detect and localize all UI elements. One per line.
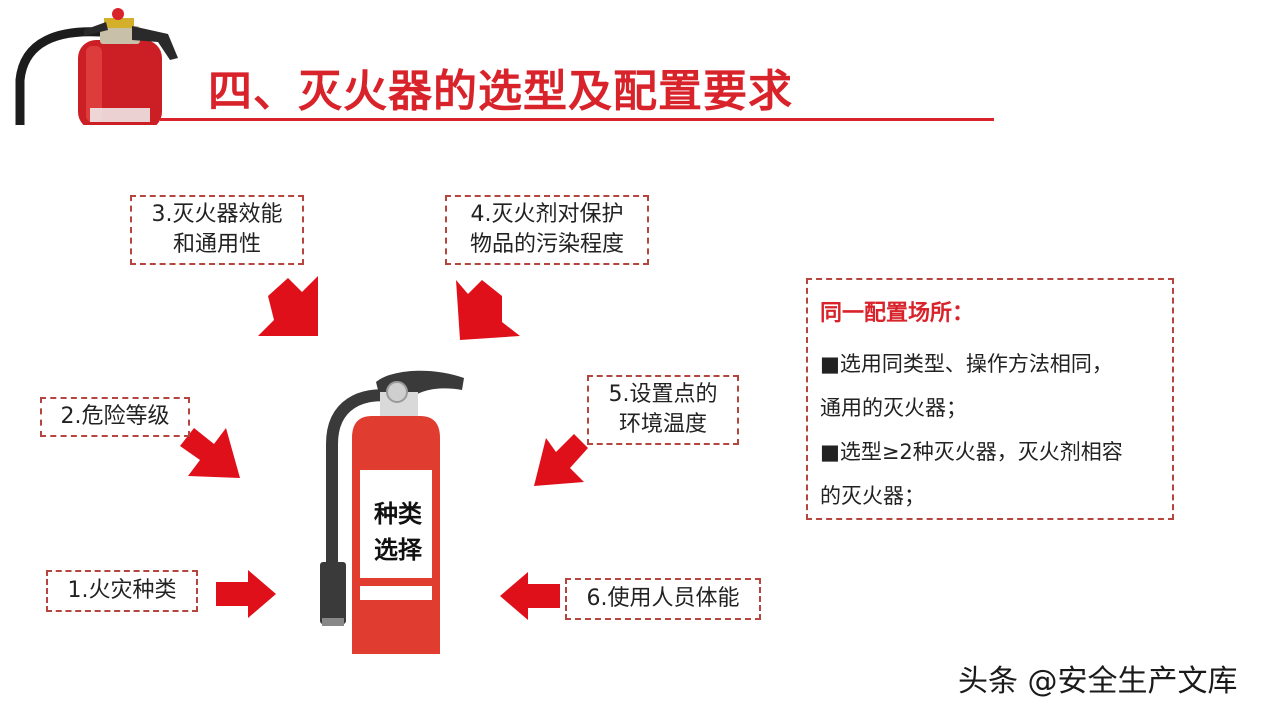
factor-box-2: 2.危险等级 (40, 397, 190, 437)
factor-6: 6.使用人员体能 (586, 586, 740, 611)
factor-5-line2: 环境温度 (618, 412, 707, 437)
factor-box-3: 3.灭火器效能 和通用性 (130, 195, 304, 265)
factor-box-1: 1.火灾种类 (46, 570, 198, 612)
arrow-icon (180, 428, 240, 478)
factor-5-line1: 5.设置点的 (608, 382, 718, 407)
factor-box-6: 6.使用人员体能 (565, 578, 761, 620)
watermark: 头条 @安全生产文库 (958, 664, 1238, 699)
header-extinguisher-icon (15, 8, 178, 125)
factor-3-line2: 和通用性 (172, 232, 261, 257)
factor-box-4: 4.灭火剂对保护 物品的污染程度 (445, 195, 649, 265)
title-underline (160, 118, 994, 121)
info-line-3: ■选型≥2种灭火器，灭火剂相容 (820, 440, 1123, 464)
factor-4-line1: 4.灭火剂对保护 (470, 202, 624, 227)
info-line-1: ■选用同类型、操作方法相同， (820, 352, 1113, 376)
extinguisher-label-line1: 种类 (374, 500, 422, 528)
arrow-icon (534, 434, 588, 486)
extinguisher-label: 种类 选择 (362, 496, 434, 568)
factor-4-line2: 物品的污染程度 (469, 232, 624, 257)
arrow-icon (500, 572, 560, 620)
factor-3-line1: 3.灭火器效能 (151, 202, 283, 227)
arrow-icon (216, 570, 276, 618)
arrow-icon (456, 280, 520, 340)
page-title: 四、灭火器的选型及配置要求 (208, 66, 793, 117)
factor-box-5: 5.设置点的 环境温度 (587, 375, 739, 445)
info-line-4: 的灭火器； (820, 484, 925, 508)
extinguisher-label-line2: 选择 (374, 536, 422, 564)
arrow-icon (258, 276, 318, 336)
info-box: 同一配置场所： ■选用同类型、操作方法相同， 通用的灭火器； ■选型≥2种灭火器… (806, 278, 1174, 520)
info-line-2: 通用的灭火器； (820, 396, 967, 420)
info-title: 同一配置场所： (820, 301, 975, 326)
factor-2: 2.危险等级 (60, 404, 170, 429)
factor-1: 1.火灾种类 (67, 578, 177, 603)
fire-extinguisher-icon (320, 370, 464, 654)
